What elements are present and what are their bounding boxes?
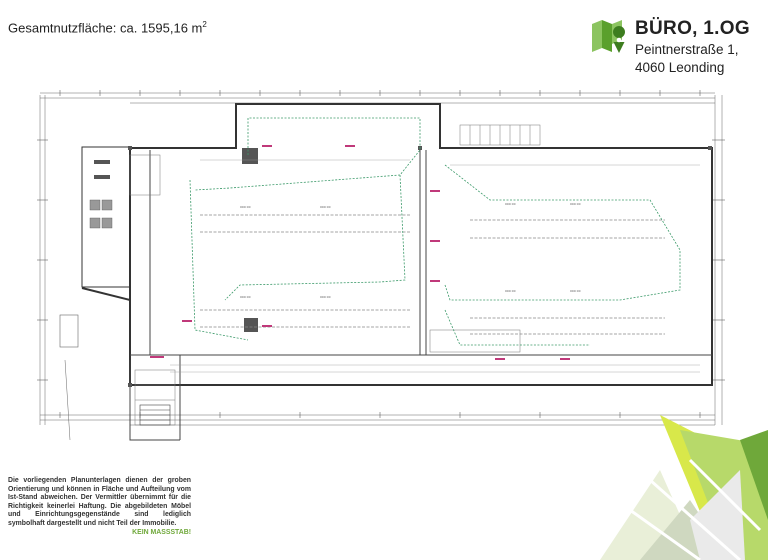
svg-text:000 00: 000 00 <box>570 289 581 293</box>
svg-text:000 00: 000 00 <box>505 202 516 206</box>
svg-text:000 00: 000 00 <box>240 295 251 299</box>
svg-text:000 00: 000 00 <box>320 295 331 299</box>
svg-text:000 00: 000 00 <box>570 202 581 206</box>
disclaimer-text: Die vorliegenden Planunterlagen dienen d… <box>8 477 191 527</box>
total-area-text: Gesamtnutzfläche: ca. 1595,16 m <box>8 20 203 36</box>
map-pin-logo-icon <box>592 20 626 53</box>
total-area-label: Gesamtnutzfläche: ca. 1595,16 m2 <box>8 20 207 35</box>
svg-text:000 00: 000 00 <box>505 289 516 293</box>
svg-text:000 00: 000 00 <box>240 205 251 209</box>
decorative-green-shards <box>600 415 768 560</box>
no-scale-notice: KEIN MASSSTAB! <box>132 528 191 536</box>
property-title: BÜRO, 1.OG <box>635 18 750 39</box>
floor-plan-drawing: 000 00 000 00 000 00 000 00 000 00 000 0… <box>37 90 725 441</box>
address-city: 4060 Leonding <box>635 60 725 75</box>
disclaimer-text-block: Die vorliegenden Planunterlagen dienen d… <box>8 477 191 537</box>
svg-text:000 00: 000 00 <box>320 205 331 209</box>
area-unit-superscript: 2 <box>202 20 207 29</box>
address-street: Peintnerstraße 1, <box>635 42 739 57</box>
